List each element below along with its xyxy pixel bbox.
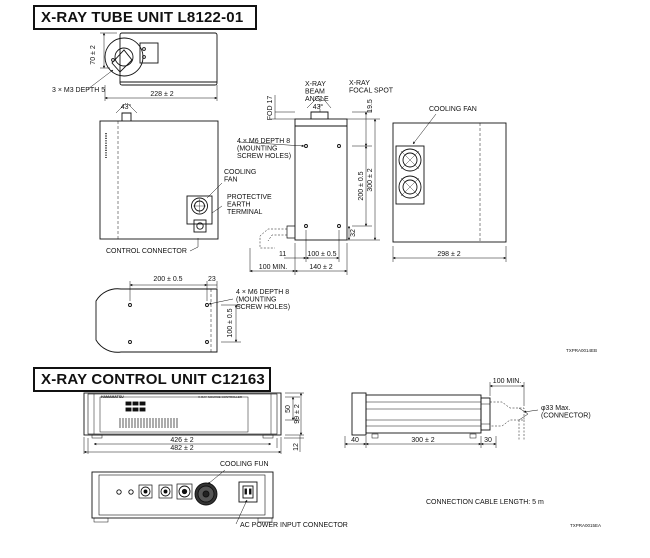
- rear-cooling-fan: COOLING FAN: [429, 106, 477, 113]
- tube-unit-title: X-RAY TUBE UNIT L8122-01: [33, 5, 257, 30]
- control-unit-title: X-RAY CONTROL UNIT C12163: [33, 367, 271, 392]
- dim-side-depth: 300 ± 2: [411, 437, 434, 444]
- dim-side-front: 40: [351, 437, 359, 444]
- cooling-fun-label: COOLING FUN: [220, 461, 269, 468]
- dim-front-min: 100 MIN.: [259, 264, 287, 271]
- dim-control-width: 482 ± 2: [170, 445, 193, 452]
- label-line: TERMINAL: [227, 209, 263, 216]
- model-label: X-RAY SOURCE CONTROLLER: [198, 395, 243, 399]
- tube-bottom-view: [95, 281, 241, 353]
- control-front-view: [83, 392, 304, 454]
- dim-bottom-offset: 32: [350, 229, 357, 237]
- label-line: FAN: [224, 177, 238, 184]
- dim-bottom-spacing-v: 100 ± 0.5: [227, 308, 234, 337]
- label-line: EARTH: [227, 202, 251, 209]
- label-line: (MOUNTING: [236, 297, 276, 304]
- tube-rear-view: [392, 113, 507, 262]
- tube-side-view: [99, 102, 223, 252]
- label-line: BEAM: [305, 89, 325, 96]
- dim-panel: 50: [285, 405, 292, 413]
- dim-inner-width: 426 ± 2: [170, 437, 193, 444]
- dim-hole-h: 100 ± 0.5: [307, 251, 336, 258]
- dim-rear-depth: 298 ± 2: [437, 251, 460, 258]
- control-drawing-code: TXPRA0015EA: [570, 523, 601, 528]
- dim-top-offset: 19.5: [367, 99, 374, 113]
- label-line: SCREW HOLES): [236, 304, 290, 311]
- dim-fod: FOD 17: [267, 96, 274, 121]
- control-side-view: [344, 382, 539, 448]
- dim-side-min: 100 MIN.: [493, 378, 521, 385]
- cable-length: CONNECTION CABLE LENGTH: 5 m: [426, 499, 544, 506]
- screw-note: 3 × M3 DEPTH 5: [52, 87, 105, 94]
- brand-label: HAMAMATSU: [101, 395, 124, 399]
- dim-front-height: 300 ± 2: [367, 168, 374, 191]
- dim-front-width: 140 ± 2: [309, 264, 332, 271]
- dim-top-height: 70 ± 2: [90, 45, 97, 65]
- label-line: (MOUNTING: [237, 146, 277, 153]
- label-line: SCREW HOLES): [237, 153, 291, 160]
- dim-bottom-offset-23: 23: [208, 276, 216, 283]
- control-connector-label: CONTROL CONNECTOR: [106, 248, 187, 255]
- dim-control-height: 99 ± 2: [294, 404, 301, 424]
- tube-front-view: [238, 95, 380, 275]
- dim-side-rear: 30: [484, 437, 492, 444]
- label-line: FOCAL SPOT: [349, 88, 394, 95]
- tube-top-view: [87, 32, 218, 101]
- beam-angle-value: 43°: [313, 103, 324, 111]
- dim-top-length: 228 ± 2: [150, 91, 173, 98]
- side-angle: 43°: [121, 103, 132, 111]
- dim-hole-v: 200 ± 0.5: [358, 171, 365, 200]
- connector-note: φ33 Max.(CONNECTOR): [541, 405, 591, 420]
- vent-slots: [119, 418, 178, 428]
- dim-left-offset: 11: [279, 251, 286, 258]
- dim-bottom-spacing: 200 ± 0.5: [153, 276, 182, 283]
- tube-drawing-code: TXPRA0014EB: [566, 348, 597, 353]
- dim-foot: 12: [293, 443, 300, 451]
- label-line: (CONNECTOR): [541, 413, 591, 420]
- control-rear-view: [91, 469, 274, 525]
- ac-connector-label: AC POWER INPUT CONNECTOR: [240, 522, 348, 529]
- label-line: ANGLE: [305, 96, 329, 103]
